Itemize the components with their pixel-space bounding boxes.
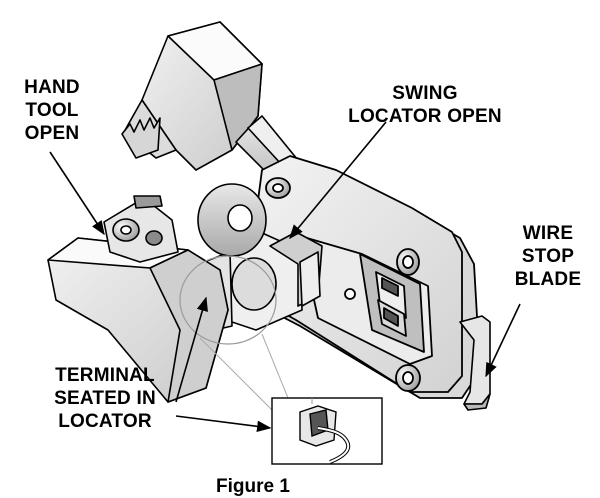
inset-detail: [271, 397, 383, 465]
upper-handle: [121, 21, 263, 171]
wire-stop-blade: [459, 315, 491, 411]
pivot-disc: [197, 183, 267, 257]
label-hand-tool-open: HAND TOOL OPEN: [24, 77, 80, 144]
label-wire-stop-blade: WIRE STOP BLADE: [514, 223, 582, 290]
magnify-circle: [179, 255, 277, 345]
figure-caption: Figure 1: [216, 476, 290, 497]
label-terminal-seated: TERMINAL SEATED IN LOCATOR: [54, 365, 156, 432]
tool-frame: [245, 155, 479, 399]
label-swing-locator-open: SWING LOCATOR OPEN: [348, 83, 502, 127]
leader-lines: [49, 121, 521, 433]
